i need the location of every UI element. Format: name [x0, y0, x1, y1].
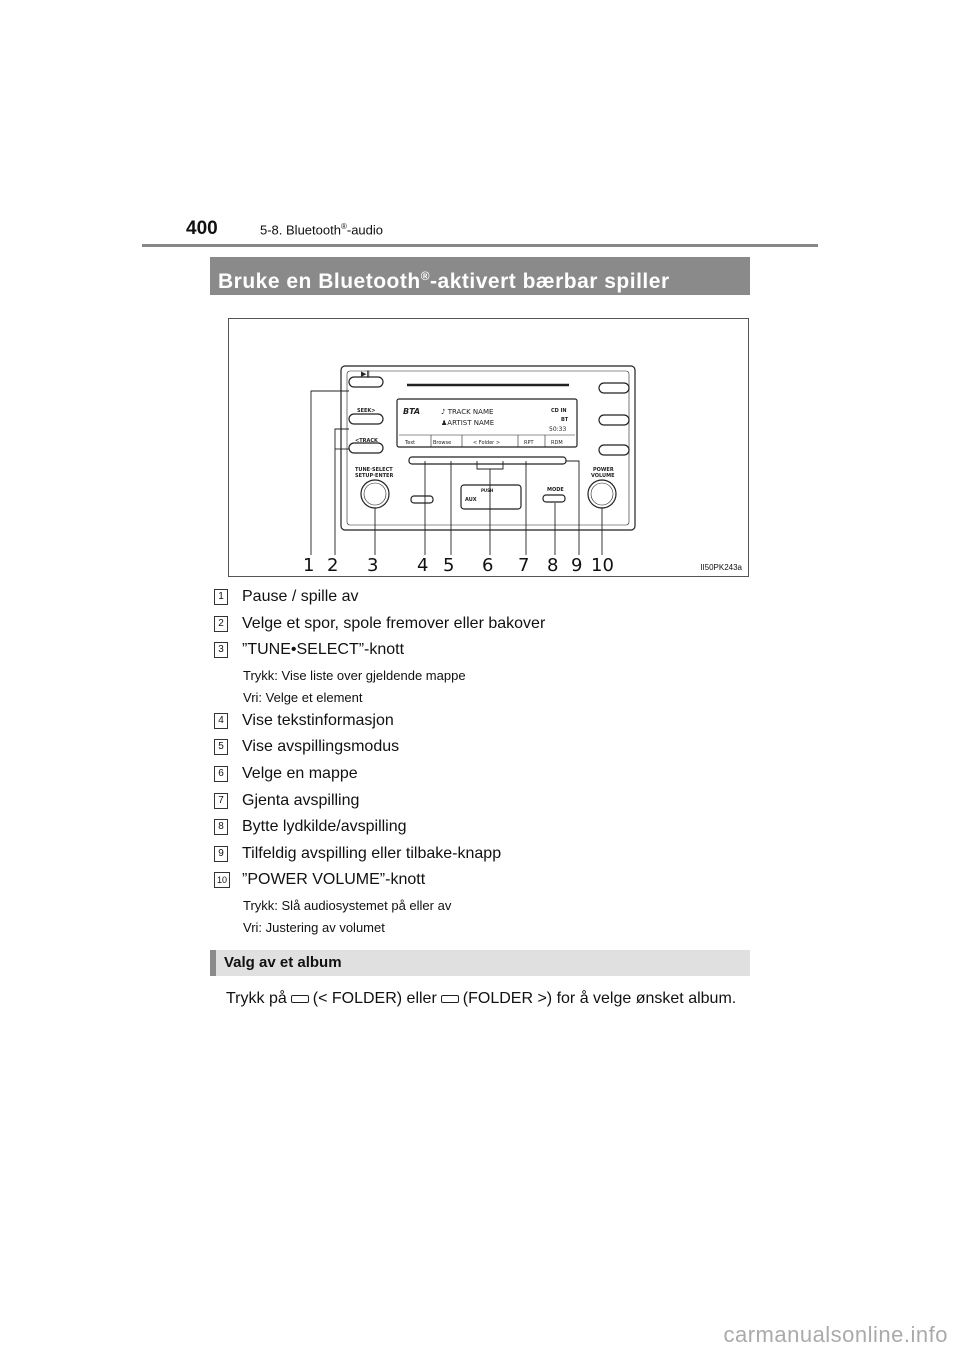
- callout-2: 2: [327, 555, 338, 576]
- list-subitem: Vri: Justering av volumet: [243, 919, 385, 935]
- svg-text:RDM: RDM: [551, 440, 563, 446]
- svg-text:Browse: Browse: [433, 440, 451, 446]
- soft-buttons: [408, 456, 567, 465]
- audio-panel-figure: ▶‖ SEEK> <TRACK TUNE·SELECT SETUP·ENTER …: [228, 318, 749, 577]
- instruction-paragraph: Trykk på(< FOLDER) eller(FOLDER >) for å…: [226, 990, 737, 1007]
- svg-text:MODE: MODE: [547, 487, 564, 493]
- callout-6: 6: [482, 555, 493, 576]
- subsection-heading: Valg av et album: [210, 950, 750, 976]
- callout-10: 10: [591, 555, 614, 576]
- seek-button: [348, 413, 384, 425]
- svg-text:♟ARTIST NAME: ♟ARTIST NAME: [441, 419, 494, 427]
- svg-text:< Folder >: < Folder >: [473, 440, 500, 446]
- section-title: 5-8. Bluetooth®-audio: [260, 222, 383, 238]
- svg-text:AUX: AUX: [465, 497, 477, 503]
- svg-text:PUSH: PUSH: [481, 488, 493, 493]
- phone-button: [598, 414, 630, 426]
- callout-4: 4: [417, 555, 428, 576]
- svg-text:RPT: RPT: [524, 440, 534, 446]
- folder-button-icon: [440, 994, 459, 1003]
- svg-text:TUNE·SELECT: TUNE·SELECT: [355, 467, 393, 473]
- svg-text:POWER: POWER: [593, 467, 614, 473]
- aux-usb-port: [460, 484, 522, 510]
- callout-9: 9: [571, 555, 582, 576]
- mode-button: [542, 494, 566, 503]
- callout-3: 3: [367, 555, 378, 576]
- folder-button-icon: [290, 994, 309, 1003]
- tune-select-knob: [360, 479, 390, 509]
- eject-button: [598, 382, 630, 394]
- display-screen: [396, 398, 578, 448]
- track-button: [348, 442, 384, 454]
- list-item: 10”POWER VOLUME”-knott: [214, 870, 754, 897]
- hangup-button: [598, 444, 630, 456]
- svg-text:▶‖: ▶‖: [361, 370, 370, 379]
- power-volume-knob: [587, 479, 617, 509]
- svg-text:BTA: BTA: [403, 407, 420, 416]
- svg-text:VOLUME: VOLUME: [591, 473, 615, 479]
- svg-text:<TRACK: <TRACK: [355, 438, 379, 444]
- svg-text:BT: BT: [561, 417, 569, 423]
- callout-1: 1: [303, 555, 314, 576]
- list-subitem: Vri: Velge et element: [243, 689, 363, 705]
- svg-text:Text: Text: [404, 440, 415, 446]
- callout-5: 5: [443, 555, 454, 576]
- list-subitem: Trykk: Slå audiosystemet på eller av: [243, 897, 452, 913]
- figure-code: II50PK243a: [700, 563, 742, 572]
- page-number: 400: [186, 218, 218, 239]
- list-subitem: Trykk: Vise liste over gjeldende mappe: [243, 667, 466, 683]
- svg-text:CD IN: CD IN: [551, 408, 567, 414]
- panel-outline: [340, 365, 636, 531]
- page-heading: Bruke en Bluetooth®-aktivert bærbar spil…: [210, 257, 750, 295]
- callout-8: 8: [547, 555, 558, 576]
- svg-text:SEEK>: SEEK>: [357, 408, 376, 414]
- svg-text:SETUP·ENTER: SETUP·ENTER: [355, 473, 393, 479]
- watermark: carmanualsonline.info: [723, 1322, 948, 1347]
- list-item: 3”TUNE•SELECT”-knott: [214, 640, 754, 667]
- svg-text:50:33: 50:33: [549, 426, 566, 433]
- audio-panel-diagram: ▶‖ SEEK> <TRACK TUNE·SELECT SETUP·ENTER …: [303, 365, 636, 576]
- header-rule: [142, 244, 818, 247]
- callout-7: 7: [518, 555, 529, 576]
- svg-text:♪ TRACK NAME: ♪ TRACK NAME: [441, 408, 493, 416]
- play-pause-button: [348, 376, 384, 388]
